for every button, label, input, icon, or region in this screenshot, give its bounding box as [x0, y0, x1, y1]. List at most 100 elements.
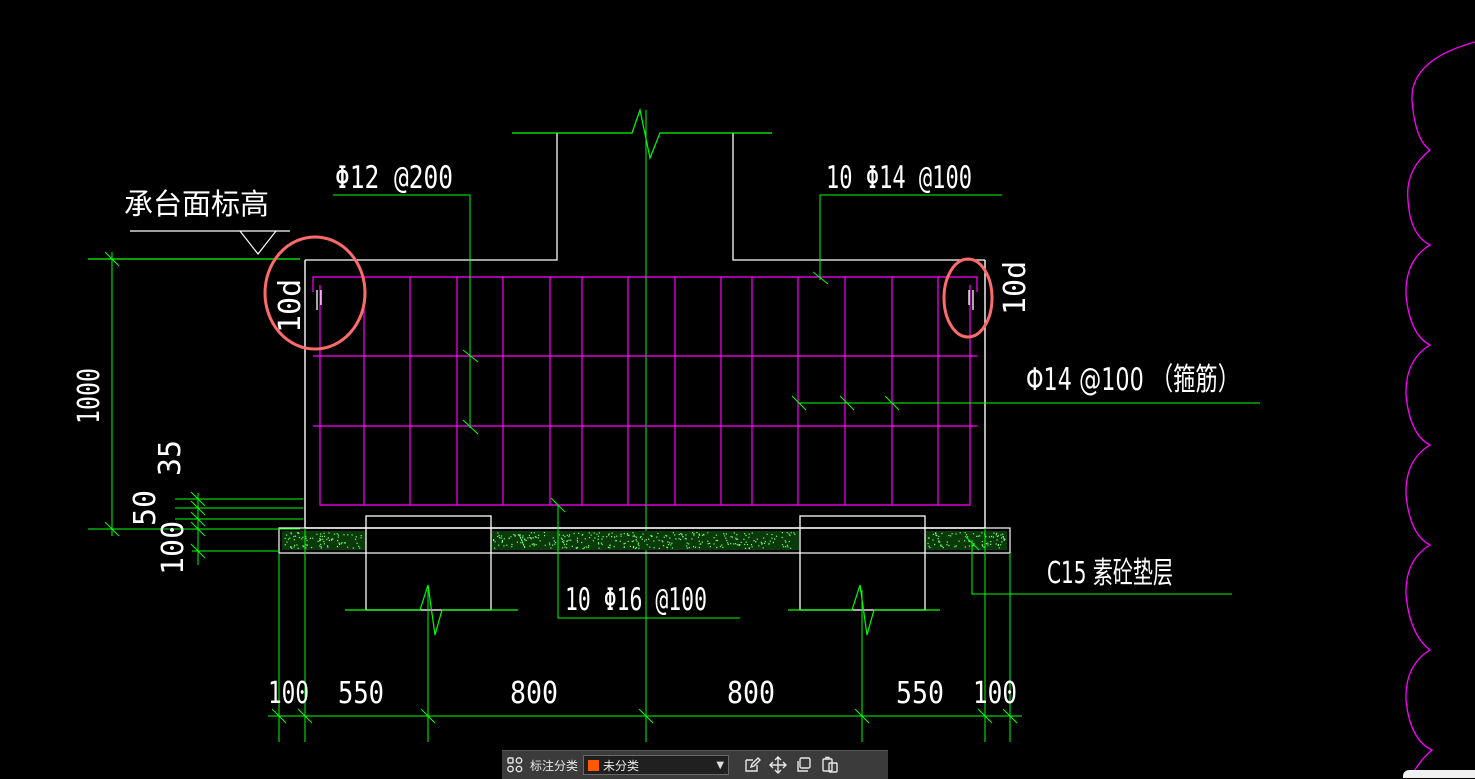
cushion-speckle	[995, 534, 997, 536]
cushion-speckle	[581, 541, 583, 544]
cushion-speckle	[544, 535, 546, 537]
cushion-speckle	[585, 546, 587, 548]
cushion-speckle	[639, 536, 641, 539]
cushion-speckle	[340, 543, 342, 545]
dim-bottom-3: 800	[510, 676, 558, 711]
cushion-speckle	[713, 537, 715, 539]
cushion-speckle	[608, 533, 610, 535]
cushion-speckle	[337, 540, 339, 542]
cushion-speckle	[709, 542, 711, 544]
cushion-speckle	[771, 537, 773, 539]
cushion-speckle	[311, 546, 313, 549]
cushion-speckle	[611, 536, 613, 538]
cushion-speckle	[523, 546, 525, 548]
cushion-speckle	[644, 540, 646, 542]
cushion-speckle	[543, 532, 545, 534]
cushion-speckle	[623, 533, 625, 535]
cushion-speckle	[576, 539, 578, 541]
cushion-speckle	[760, 541, 762, 543]
cushion-speckle	[946, 541, 948, 543]
cushion-speckle	[942, 547, 944, 549]
cushion-speckle	[761, 543, 763, 545]
cushion-speckle	[948, 534, 950, 537]
cushion-speckle	[609, 544, 611, 546]
copy-icon[interactable]	[791, 753, 817, 777]
cushion-speckle	[701, 534, 704, 536]
category-dropdown[interactable]: 未分类 ▼	[583, 755, 730, 775]
cushion-speckle	[533, 543, 535, 545]
cushion-speckle	[587, 546, 589, 548]
cushion-speckle	[781, 544, 784, 546]
highlight-circle-right	[942, 257, 994, 339]
cushion-speckle	[284, 537, 286, 539]
cushion-speckle	[787, 546, 789, 548]
cushion-speckle	[522, 543, 524, 545]
cushion-speckle	[675, 538, 677, 540]
grid-icon[interactable]	[502, 753, 528, 777]
cushion-speckle	[511, 543, 513, 546]
cushion-speckle	[519, 534, 521, 536]
cushion-speckle	[588, 545, 590, 547]
cushion-speckle	[997, 544, 999, 546]
cushion-speckle	[713, 543, 715, 545]
cushion-speckle	[323, 541, 325, 543]
cushion-speckle	[748, 536, 750, 538]
cushion-speckle	[671, 547, 673, 549]
cushion-speckle	[967, 536, 969, 538]
cushion-speckle	[739, 544, 741, 546]
cushion-speckle	[988, 536, 991, 538]
cushion-speckle	[793, 532, 795, 534]
cushion-speckle	[638, 547, 640, 549]
cushion-speckle	[332, 538, 334, 540]
cushion-speckle	[745, 534, 747, 537]
edit-icon[interactable]	[739, 753, 765, 777]
cushion-speckle	[946, 544, 948, 546]
cushion-speckle	[533, 545, 535, 547]
cushion-speckle	[671, 542, 673, 544]
cushion-speckle	[1001, 537, 1003, 539]
cushion-speckle	[1003, 539, 1005, 541]
cushion-speckle	[948, 544, 950, 547]
cushion-speckle	[501, 541, 503, 543]
cushion-speckle	[763, 542, 765, 544]
cushion-speckle	[303, 546, 305, 548]
cushion-speckle	[737, 538, 739, 540]
cushion-speckle	[327, 537, 329, 539]
cushion-speckle	[320, 543, 322, 545]
cushion-speckle	[748, 547, 750, 549]
cushion-speckle	[529, 537, 531, 539]
dim-height: 1000	[72, 368, 107, 424]
cushion-speckle	[597, 535, 600, 537]
cushion-speckle	[743, 538, 745, 540]
cushion-speckle	[662, 545, 665, 547]
cushion-speckle	[783, 546, 785, 548]
cushion-speckle	[966, 534, 968, 536]
cushion-speckle	[293, 546, 295, 548]
cushion-speckle	[520, 537, 522, 539]
column-break-line	[512, 107, 772, 161]
annotation-toolbar: 标注分类 未分类 ▼	[502, 750, 888, 779]
move-icon[interactable]	[765, 753, 791, 777]
cushion-speckle	[669, 542, 671, 544]
cushion-speckle	[328, 539, 330, 541]
dim-100: 100	[156, 521, 191, 575]
cushion-speckle	[525, 539, 527, 542]
cushion-speckle	[788, 533, 790, 535]
paste-icon[interactable]	[817, 753, 843, 777]
cushion-speckle	[290, 546, 292, 548]
cushion-speckle	[527, 537, 529, 539]
cushion-speckle	[533, 532, 535, 534]
cushion-speckle	[699, 543, 701, 545]
cushion-speckle	[662, 541, 664, 543]
cushion-speckle	[338, 543, 341, 545]
cushion-speckle	[511, 546, 513, 548]
cushion-speckle	[539, 540, 541, 542]
cushion-speckle	[632, 535, 634, 537]
cushion-speckle	[530, 537, 532, 539]
cushion-speckle	[635, 539, 637, 541]
cushion-speckle	[636, 540, 638, 542]
cushion-speckle	[501, 535, 503, 537]
cushion-speckle	[321, 535, 323, 537]
cushion-speckle	[790, 532, 792, 534]
